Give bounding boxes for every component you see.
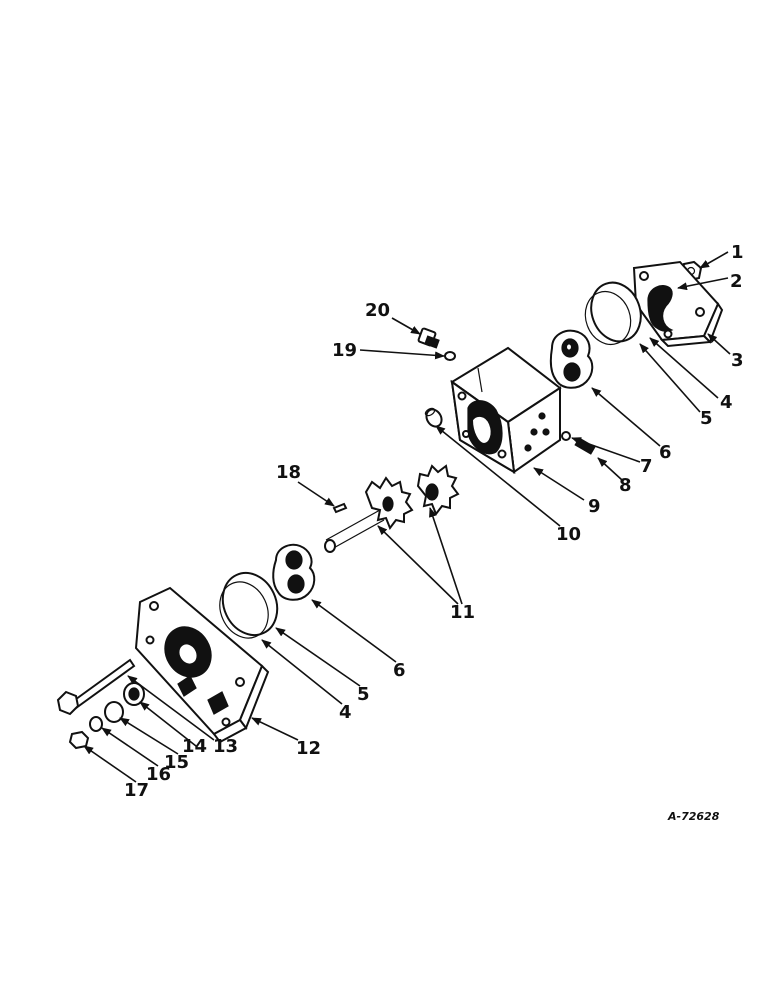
part-fitting-washer: [561, 431, 571, 441]
part-small-seal: [104, 701, 124, 723]
callout-9: 9: [588, 496, 601, 517]
part-key: [332, 502, 348, 514]
part-bearing-block-lower: [272, 543, 316, 601]
callout-5-top: 5: [700, 408, 713, 429]
part-long-bolt: [56, 658, 136, 716]
callout-16: 16: [146, 764, 171, 785]
part-bearing-block-top: [549, 329, 594, 389]
part-seal-ring-top-outer: [590, 281, 642, 343]
part-drive-shaft-gear: [324, 476, 414, 553]
part-hex-nut-bottom: [68, 730, 90, 750]
callout-17: 17: [124, 780, 149, 801]
drawing-reference: A-72628: [667, 810, 720, 823]
callout-4-lower: 4: [339, 702, 352, 723]
callout-3: 3: [731, 350, 744, 371]
part-dowel-pin: [424, 407, 443, 428]
callout-7: 7: [640, 456, 653, 477]
callout-14: 14: [182, 736, 207, 757]
callout-6-top: 6: [659, 442, 672, 463]
callout-8: 8: [619, 475, 632, 496]
part-seal-ring-lower-inner: [219, 581, 269, 639]
callout-12: 12: [296, 738, 321, 759]
callout-2: 2: [730, 271, 743, 292]
part-seal-ring-lower-outer: [221, 571, 279, 637]
callout-11: 11: [450, 602, 475, 623]
callout-13: 13: [213, 736, 238, 757]
callout-18: 18: [276, 462, 301, 483]
callout-19: 19: [332, 340, 357, 361]
callout-10: 10: [556, 524, 581, 545]
part-pump-body: [450, 346, 562, 474]
part-small-washer: [444, 351, 456, 361]
callout-5-lower: 5: [357, 684, 370, 705]
part-seal-ring-top-inner: [584, 290, 632, 346]
callout-15: 15: [164, 752, 189, 773]
callout-1: 1: [731, 242, 744, 263]
callout-20: 20: [365, 300, 390, 321]
part-lock-washer: [89, 716, 103, 732]
callout-6-lower: 6: [393, 660, 406, 681]
callout-4-top: 4: [720, 392, 733, 413]
part-front-flange: [134, 586, 270, 744]
part-rear-cover: [632, 260, 724, 348]
part-bushing: [123, 682, 145, 706]
part-driven-gear: [416, 464, 460, 517]
part-cap-screw: [417, 327, 440, 349]
